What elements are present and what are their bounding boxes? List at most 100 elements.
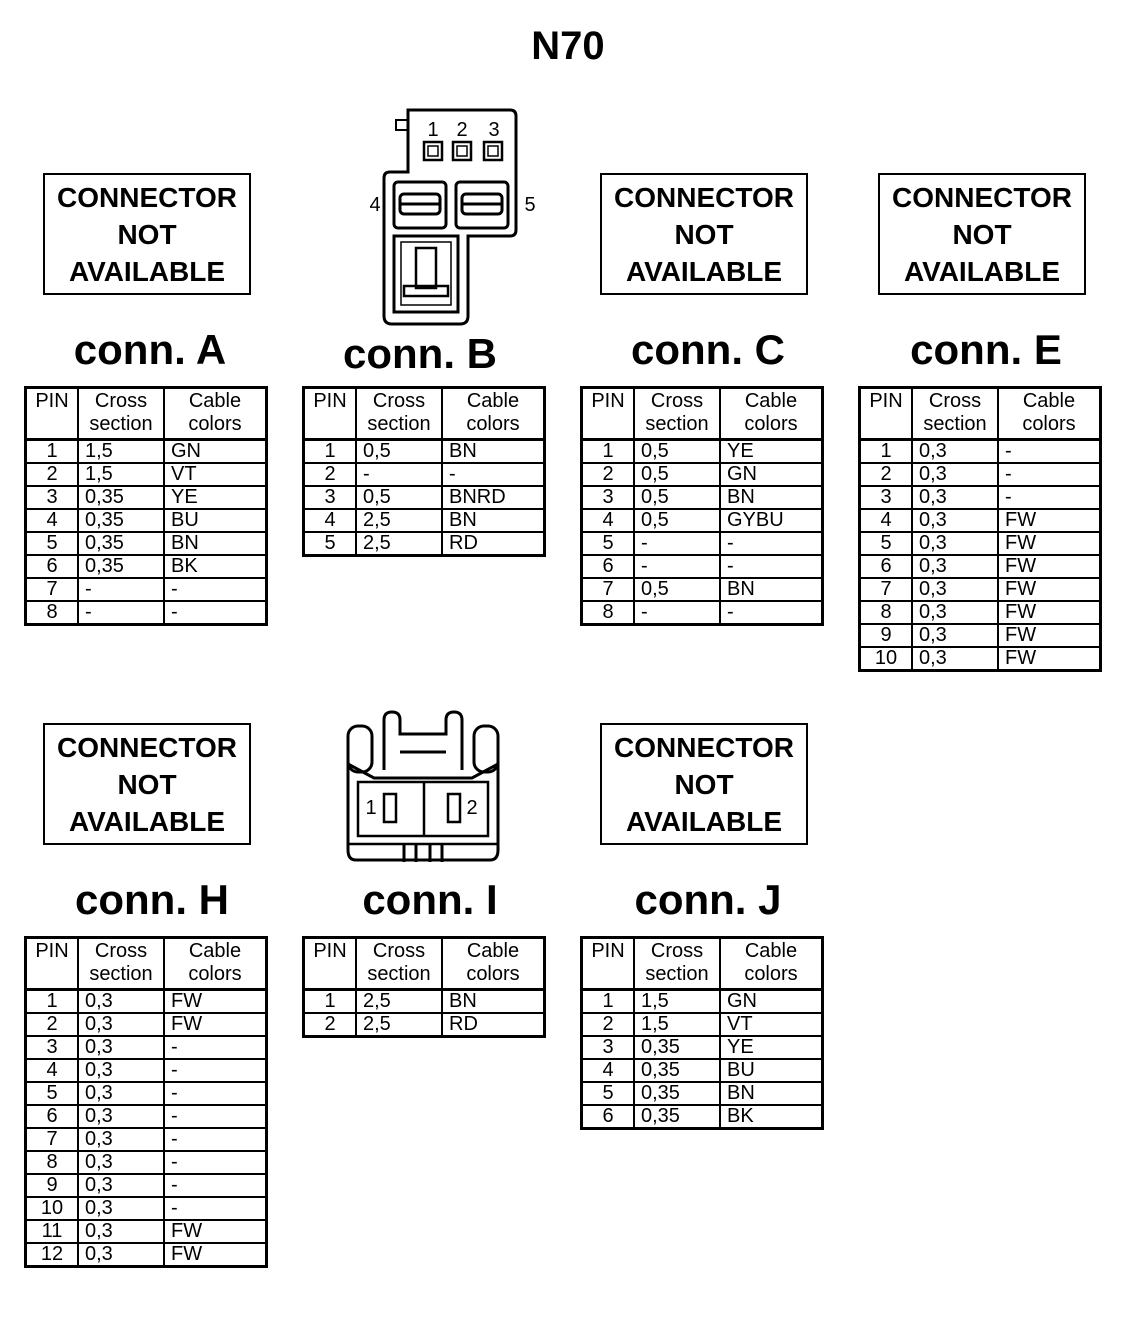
pin-cell: 10 <box>859 646 912 671</box>
pin-cell: 3 <box>25 1035 78 1059</box>
cable-color-cell: BNRD <box>441 485 545 509</box>
pin-cell: 8 <box>25 600 78 625</box>
pin-cell: 3 <box>581 1035 634 1059</box>
cross-section-cell: 0,3 <box>911 531 998 555</box>
conn-b-connector-drawing: 1 2 3 4 5 <box>369 108 536 326</box>
table-row: 5-- <box>581 531 823 555</box>
pin-cell: 3 <box>25 485 78 509</box>
pin-cell: 9 <box>25 1173 78 1197</box>
cross-section-cell: 0,3 <box>77 1104 164 1128</box>
table-row: 7-- <box>25 577 267 601</box>
cross-section-cell: - <box>633 600 720 625</box>
cable-color-cell: VT <box>719 1012 823 1036</box>
conn-b-pin-label: 5 <box>524 194 535 216</box>
cable-color-cell: - <box>163 1173 267 1197</box>
cross-section-cell: 0,3 <box>77 1058 164 1082</box>
cable-color-cell: BN <box>441 439 545 463</box>
cable-color-cell: BU <box>163 508 267 532</box>
cross-section-cell: 0,3 <box>911 439 998 463</box>
pin-cell: 5 <box>25 531 78 555</box>
page-title: N70 <box>531 24 605 68</box>
pin-cell: 7 <box>859 577 912 601</box>
cable-color-cell: FW <box>997 508 1101 532</box>
not-available-line: CONNECTOR <box>57 181 237 213</box>
cable-color-cell: FW <box>997 646 1101 671</box>
cross-section-cell: 0,3 <box>911 462 998 486</box>
conn-b-pin-label: 3 <box>488 119 499 141</box>
pin-cell: 12 <box>25 1242 78 1267</box>
pin-cell: 1 <box>880 440 892 462</box>
cross-section-cell: 0,5 <box>633 439 720 463</box>
cross-section-cell: 0,3 <box>911 577 998 601</box>
pin-cell: 6 <box>25 554 78 578</box>
pin-cell: 1 <box>602 440 614 462</box>
cross-section-cell: 0,3 <box>77 1035 164 1059</box>
cable-color-cell: - <box>163 1196 267 1220</box>
cable-color-cell: FW <box>163 1242 267 1267</box>
cable-color-cell: - <box>163 1104 267 1128</box>
cross-section-cell: 1,5 <box>77 439 164 463</box>
pin-cell: 4 <box>25 1058 78 1082</box>
cross-section-cell: 1,5 <box>633 1012 720 1036</box>
cable-color-cell: VT <box>163 462 267 486</box>
cross-section-cell: 0,35 <box>633 1081 720 1105</box>
pin-header: PIN <box>303 387 356 441</box>
cross-section-cell: 0,35 <box>633 1035 720 1059</box>
pin-cell: 2 <box>303 1012 356 1037</box>
pin-cell: 3 <box>859 485 912 509</box>
cross-section-cell: 0,3 <box>911 508 998 532</box>
cross-section-cell: 0,5 <box>633 485 720 509</box>
pin-header: PIN <box>25 937 78 991</box>
cross-section-cell: 0,5 <box>355 439 442 463</box>
pin-cell: 6 <box>25 1104 78 1128</box>
pin-cell: 10 <box>25 1196 78 1220</box>
cross-section-cell: 0,3 <box>911 485 998 509</box>
cross-section-cell: - <box>633 531 720 555</box>
cross-section-cell: 0,35 <box>77 485 164 509</box>
cable-color-cell: - <box>997 485 1101 509</box>
cable-color-cell: - <box>997 462 1101 486</box>
cable-color-cell: - <box>719 554 823 578</box>
cable-color-cell: BN <box>719 485 823 509</box>
not-available-line: CONNECTOR <box>892 181 1072 213</box>
pin-cell: 5 <box>859 531 912 555</box>
pin-header: PIN <box>25 387 78 441</box>
cable-color-cell: FW <box>997 600 1101 624</box>
cross-section-cell: 0,3 <box>77 1196 164 1220</box>
conn-b-label: conn. B <box>343 330 497 377</box>
cross-section-cell: 0,35 <box>633 1058 720 1082</box>
pin-cell: 7 <box>25 1127 78 1151</box>
pin-cell: 9 <box>859 623 912 647</box>
pin-cell: 2 <box>859 462 912 486</box>
cross-section-cell: 0,35 <box>77 554 164 578</box>
conn-i-connector-drawing: 1 2 <box>346 710 500 862</box>
